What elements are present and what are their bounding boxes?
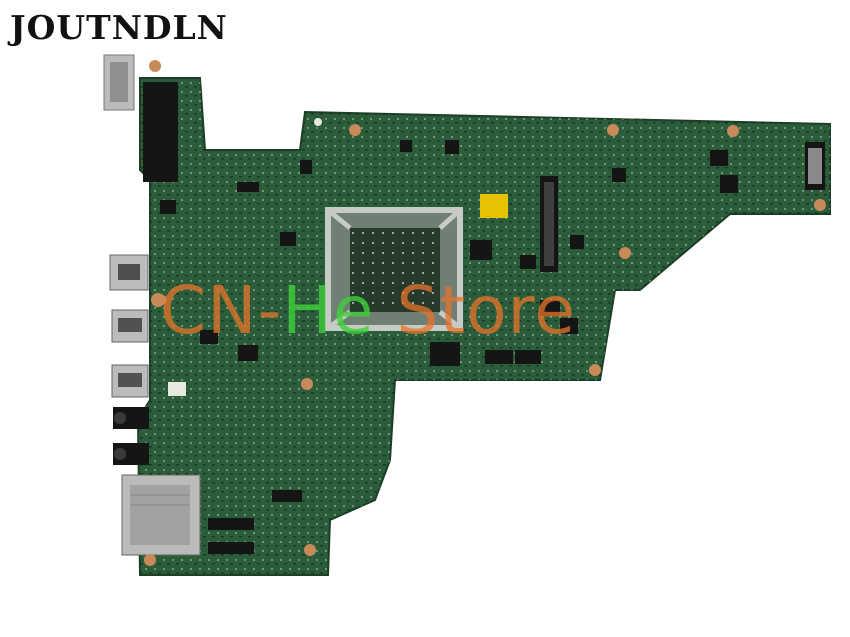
chipset-chip (480, 194, 508, 218)
cpu-socket-icon (325, 207, 463, 331)
power-strip (143, 82, 178, 182)
brand-logo-text: JOUTNDLN (10, 8, 228, 47)
